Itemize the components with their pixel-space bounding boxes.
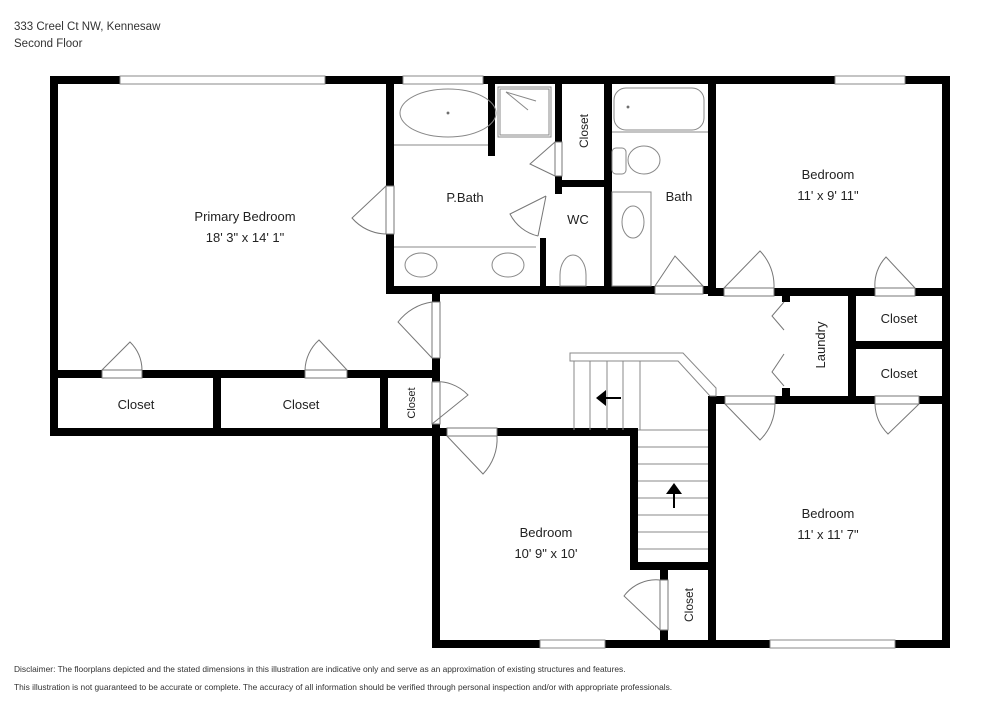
primary-closet-2-name: Closet bbox=[283, 397, 320, 412]
bedroom-ne-dims: 11' x 9' 11" bbox=[797, 188, 859, 203]
bath-closet-name: Closet bbox=[577, 113, 591, 148]
primary-bedroom-name: Primary Bedroom bbox=[194, 209, 295, 224]
fixtures bbox=[394, 86, 708, 287]
laundry-name: Laundry bbox=[813, 321, 828, 368]
room-labels: Primary Bedroom 18' 3" x 14' 1" P.Bath W… bbox=[118, 113, 918, 622]
bedroom-se-dims: 11' x 11' 7" bbox=[797, 527, 859, 542]
laundry-closet-1-name: Closet bbox=[881, 311, 918, 326]
laundry-closet-2-name: Closet bbox=[881, 366, 918, 381]
disclaimer-line-2: This illustration is not guaranteed to b… bbox=[14, 682, 673, 692]
wc-name: WC bbox=[567, 212, 589, 227]
bath-name: Bath bbox=[666, 189, 693, 204]
stair-arrows bbox=[596, 390, 682, 508]
p-bath-name: P.Bath bbox=[446, 190, 483, 205]
hall-closet-name: Closet bbox=[406, 387, 418, 418]
floor-label: Second Floor bbox=[14, 38, 83, 50]
stairs bbox=[569, 352, 717, 550]
bedroom-s-dims: 10' 9" x 10' bbox=[514, 546, 577, 561]
address-label: 333 Creel Ct NW, Kennesaw bbox=[14, 21, 161, 33]
windows bbox=[119, 75, 906, 649]
bedroom-s-closet-name: Closet bbox=[682, 587, 696, 622]
bedroom-ne-name: Bedroom bbox=[802, 167, 855, 182]
bedroom-se-name: Bedroom bbox=[802, 506, 855, 521]
primary-closet-1-name: Closet bbox=[118, 397, 155, 412]
bedroom-s-name: Bedroom bbox=[520, 525, 573, 540]
doors bbox=[101, 141, 920, 631]
disclaimer-line-1: Disclaimer: The floorplans depicted and … bbox=[14, 664, 626, 674]
primary-bedroom-dims: 18' 3" x 14' 1" bbox=[206, 230, 285, 245]
